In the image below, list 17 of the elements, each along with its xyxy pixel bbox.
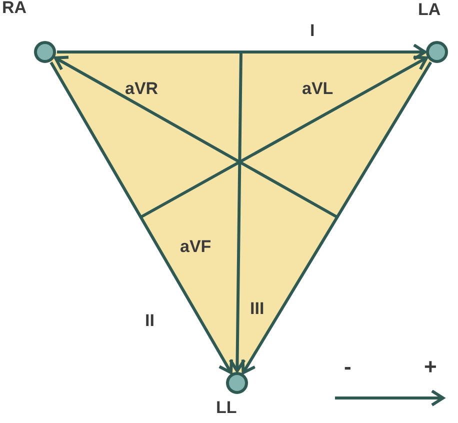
polarity-sign: + [424,356,437,378]
electrode-label: LA [418,1,441,18]
arrow [54,56,338,218]
arrow [241,62,432,374]
lead-label: III [250,300,264,317]
lead-label: I [310,22,315,39]
lead-label: aVL [302,80,334,97]
lead-label: II [145,312,154,329]
arrow [50,62,234,374]
arrow [140,56,428,218]
lead-label: aVF [180,238,212,255]
arrow [228,52,246,372]
electrode-label: LL [216,399,237,416]
electrode-label: RA [2,0,27,16]
lead-label: aVR [125,80,158,97]
polarity-sign: - [344,356,352,378]
arrow [57,44,426,60]
